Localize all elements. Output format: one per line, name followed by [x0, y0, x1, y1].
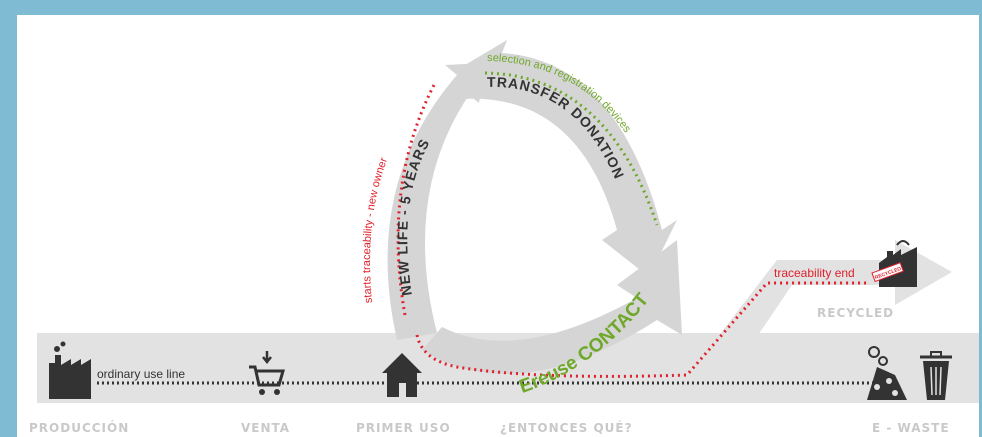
lifecycle-diagram: Ereuse CONTACT TRANSFER DONATION selecti…: [29, 40, 979, 435]
shopping-cart-icon: [249, 351, 285, 395]
recycled-label: RECYCLED: [817, 306, 894, 320]
stage-then-what: ¿ENTONCES QUÉ?: [500, 420, 633, 435]
factory-icon: [49, 341, 91, 399]
house-icon: [382, 353, 422, 397]
traceability-end-label: traceability end: [774, 266, 855, 280]
gears-icon: [868, 346, 888, 366]
new-life-arrow: [387, 63, 485, 340]
coins-pile-icon: [867, 367, 907, 400]
contact-arrow: [422, 240, 682, 374]
diagram-frame: Ereuse CONTACT TRANSFER DONATION selecti…: [17, 15, 979, 437]
stage-sale: VENTA: [241, 421, 290, 435]
stage-first-use: PRIMER USO: [356, 421, 451, 435]
transfer-arrow: [449, 40, 677, 277]
starts-traceability-label: starts traceability - new owner: [361, 156, 390, 304]
stage-production: PRODUCCIÓN: [29, 420, 129, 435]
trash-can-icon: [920, 351, 952, 400]
selection-green-dots: [484, 71, 659, 226]
ordinary-use-label: ordinary use line: [97, 367, 185, 381]
stage-ewaste: E - WASTE: [872, 421, 950, 435]
traceability-dotted-line: [415, 281, 867, 378]
